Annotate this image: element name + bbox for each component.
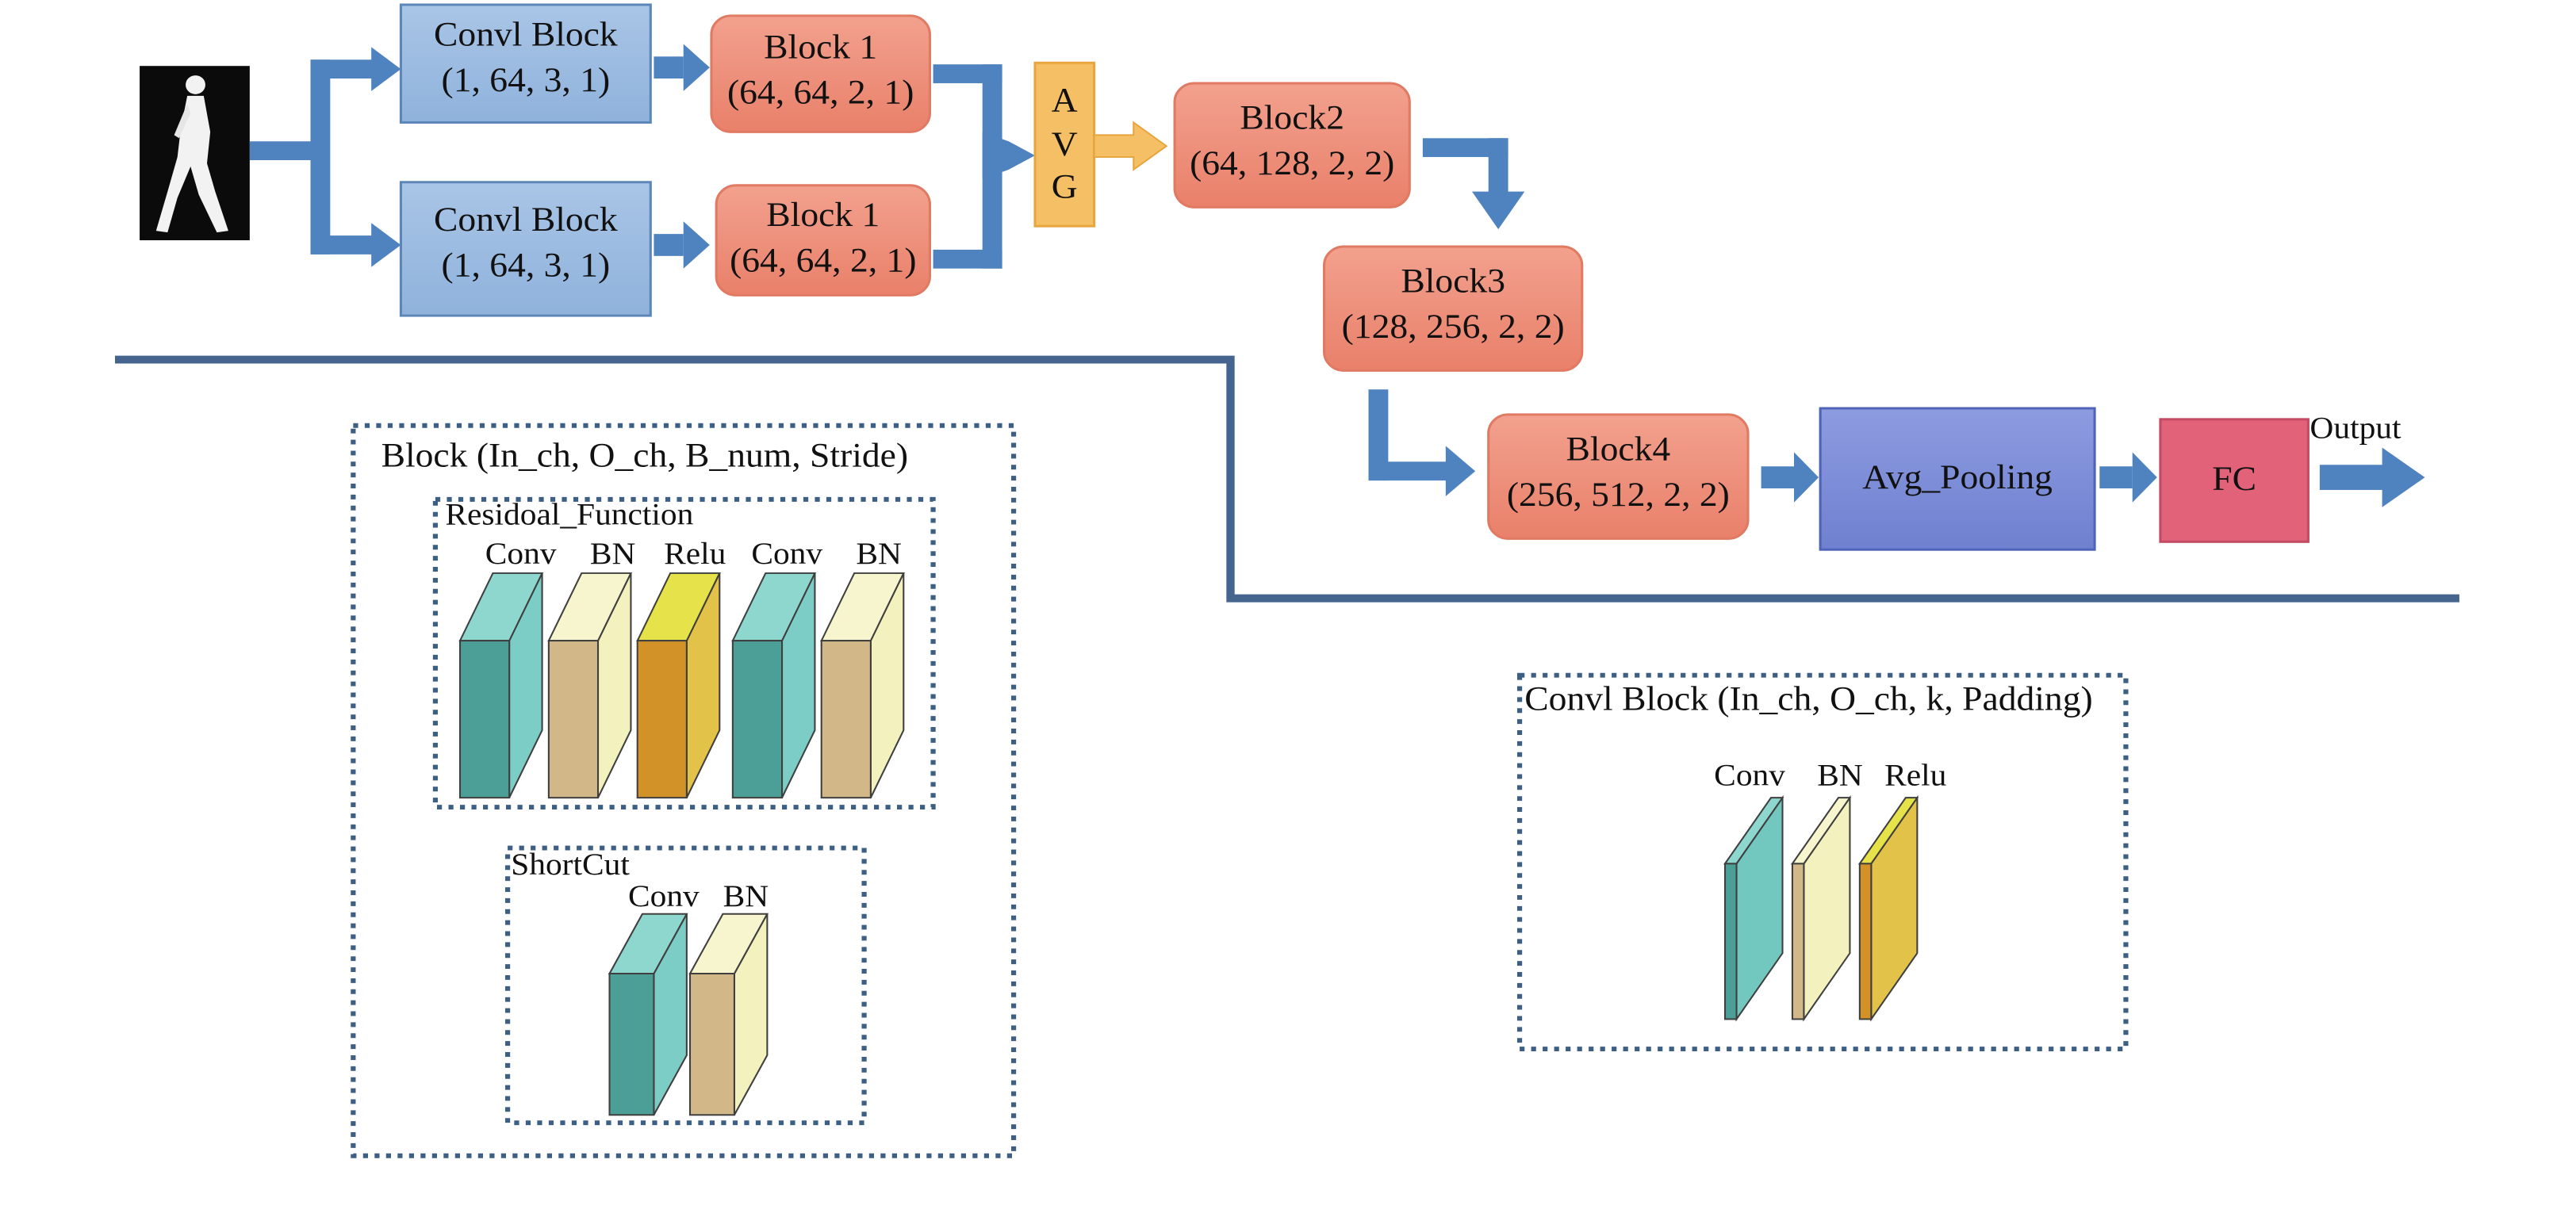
block4-box: [1487, 413, 1750, 540]
shortcut-title: ShortCut: [511, 848, 630, 883]
conv-legend-bn-layer: [1790, 794, 1852, 1022]
block1-top-params: (64, 64, 2, 1): [726, 71, 914, 111]
conv-legend-title: Convl Block (In_ch, O_ch, k, Padding): [1524, 678, 2093, 718]
conv-block-bottom-box: [399, 181, 652, 317]
shortcut-conv-layer: [608, 913, 688, 1116]
avg-label: A V G: [1035, 78, 1094, 208]
block1-top-label: Block 1 (64, 64, 2, 1): [711, 25, 930, 115]
shortcut-layer-label-bn: BN: [723, 879, 769, 914]
residual-relu-layer: [636, 572, 721, 799]
conv-legend-label-relu: Relu: [1884, 758, 1947, 794]
block3-title: Block3: [1401, 260, 1506, 300]
block3-box: [1323, 245, 1584, 372]
conv-legend-conv-layer: [1723, 794, 1784, 1022]
block3-params: (128, 256, 2, 2): [1341, 305, 1565, 345]
block2-box: [1173, 82, 1411, 209]
block2-label: Block2 (64, 128, 2, 2): [1175, 96, 1409, 186]
block4-title: Block4: [1566, 428, 1671, 469]
avg-pooling-label: Avg_Pooling: [1862, 457, 2053, 496]
arrow-pooling-to-fc: [2099, 452, 2157, 503]
residual-frame: [432, 496, 936, 810]
block1-bottom-params: (64, 64, 2, 1): [730, 239, 917, 279]
fc-box: [2159, 418, 2310, 543]
merge-arrow: [933, 64, 1036, 269]
shortcut-bn-layer: [688, 913, 769, 1116]
residual-layer-label-bn-2: BN: [856, 537, 902, 572]
residual-title: Residoal_Function: [445, 497, 694, 533]
conv-block-top-label: Convl Block (1, 64, 3, 1): [401, 13, 650, 102]
residual-conv-layer-2: [731, 572, 817, 799]
block4-params: (256, 512, 2, 2): [1506, 473, 1730, 513]
block1-top-box: [710, 14, 931, 133]
block1-top-title: Block 1: [764, 26, 878, 67]
block1-bottom-label: Block 1 (64, 64, 2, 1): [716, 193, 930, 283]
arrow-block3-to-block4: [1368, 389, 1476, 496]
conv-block-bottom-title: Convl Block: [434, 199, 618, 239]
conv-block-bottom-params: (1, 64, 3, 1): [441, 244, 611, 284]
avg-pooling-box: [1819, 407, 2096, 551]
block1-bottom-title: Block 1: [766, 194, 880, 235]
arrow-avg-to-block2: [1093, 121, 1168, 171]
conv-block-top-params: (1, 64, 3, 1): [441, 59, 611, 98]
arrow-conv-to-block1-top: [654, 44, 710, 91]
section-divider-line: [115, 355, 2459, 603]
fc-label: FC: [2212, 458, 2257, 498]
residual-bn-layer-2: [820, 572, 905, 799]
residual-layer-label-conv-2: Conv: [751, 537, 823, 572]
block2-title: Block2: [1240, 97, 1345, 137]
conv-legend-label-conv: Conv: [1714, 758, 1785, 794]
arrow-block2-to-block3: [1422, 138, 1525, 230]
conv-legend-relu-layer: [1857, 794, 1919, 1022]
conv-block-top-box: [399, 3, 652, 124]
block4-label: Block4 (256, 512, 2, 2): [1489, 427, 1748, 517]
residual-layer-label-relu: Relu: [664, 537, 726, 572]
arrow-conv-to-block1-bottom: [654, 221, 710, 269]
arrow-block4-to-pooling: [1761, 452, 1819, 503]
output-label: Output: [2310, 411, 2402, 446]
avg-box: [1033, 61, 1096, 228]
avg-letter-v: V: [1051, 123, 1078, 163]
split-arrow: [249, 47, 401, 267]
shortcut-layer-label-conv: Conv: [627, 879, 700, 914]
avg-letter-g: G: [1051, 166, 1078, 206]
block-legend-title: Block (In_ch, O_ch, B_num, Stride): [381, 434, 909, 475]
conv-block-bottom-label: Convl Block (1, 64, 3, 1): [401, 198, 650, 288]
residual-layer-label-conv-1: Conv: [485, 537, 557, 572]
avg-letter-a: A: [1051, 80, 1078, 120]
output-arrow: [2319, 447, 2425, 507]
block2-params: (64, 128, 2, 2): [1190, 142, 1395, 182]
residual-conv-layer-1: [458, 572, 544, 799]
block1-bottom-box: [715, 184, 931, 297]
conv-legend-label-bn: BN: [1817, 758, 1863, 794]
input-silhouette-image: [140, 66, 250, 241]
conv-legend-frame: [1516, 672, 2129, 1052]
conv-block-top-title: Convl Block: [434, 13, 618, 54]
block3-label: Block3 (128, 256, 2, 2): [1324, 259, 1582, 349]
residual-layer-label-bn-1: BN: [589, 537, 636, 572]
residual-bn-layer-1: [547, 572, 633, 799]
